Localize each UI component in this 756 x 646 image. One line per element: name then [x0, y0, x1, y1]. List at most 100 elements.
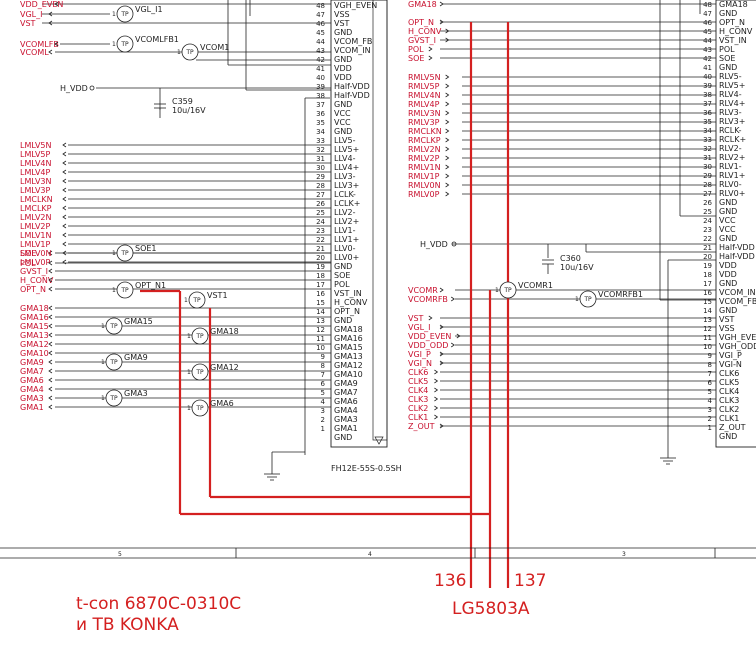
pin-number: 4 [708, 397, 713, 405]
pin-number: 42 [703, 55, 712, 63]
pin-signal: SOE [719, 54, 735, 63]
pin-signal: GND [719, 432, 737, 441]
pin-number: 19 [703, 262, 712, 270]
pin-signal: VCC [719, 216, 736, 225]
right-net-label: VCOMRFB [408, 295, 448, 304]
net-flag-icon [445, 110, 450, 116]
left-net-label: GVST_I [20, 267, 48, 276]
left-net-label: VGL_I [20, 10, 43, 19]
test-point-tp: TP [195, 333, 204, 340]
net-flag-icon [434, 387, 439, 393]
net-flag-icon [445, 146, 450, 152]
right-net-label: RMCLKP [408, 136, 441, 145]
pin-number: 1 [708, 424, 712, 432]
net-flag-icon [445, 182, 450, 188]
pin-signal: VGH_ODD [719, 342, 756, 351]
right-net-label: VGI_P [408, 350, 431, 359]
pin-number: 28 [703, 181, 712, 189]
pin-signal: RLV4+ [719, 99, 745, 108]
pin-signal: CLK4 [719, 387, 739, 396]
pin-number: 14 [316, 308, 325, 316]
right-net-label: CLK1 [408, 413, 428, 422]
annotation-pin-136: 136 [434, 571, 466, 591]
pin-signal: H_CONV [719, 27, 753, 36]
pin-signal: VDD [334, 73, 352, 82]
pin-number: 27 [703, 190, 712, 198]
left-net-labels: VDD_EVENVGL_IVSTVCOMLFBVCOMLSOEPOLGVST_I… [20, 0, 67, 412]
right-net-labels: GMA18OPT_NH_CONVGVST_IPOLSOERMLV5NRMLV5P… [408, 0, 461, 431]
net-flag-icon [445, 164, 450, 170]
pin-signal: VST [334, 19, 350, 28]
test-point-label: OPT_N1 [135, 281, 166, 290]
net-flag-icon [48, 368, 53, 374]
pin-signal: Z_OUT [719, 423, 746, 432]
pin-signal: GND [719, 279, 737, 288]
net-flag-icon [62, 169, 67, 175]
net-flag-icon [48, 268, 53, 274]
net-flag-icon [428, 55, 433, 61]
net-flag-icon [439, 19, 444, 25]
pin-number: 39 [703, 82, 712, 90]
net-flag-icon [48, 277, 53, 283]
test-point-label: SOE1 [135, 244, 157, 253]
net-flag-icon [434, 414, 439, 420]
net-flag-icon [48, 386, 53, 392]
pin-signal: GND [334, 28, 352, 37]
pin-number: 4 [321, 398, 326, 406]
pin-signal: LLV1- [334, 226, 356, 235]
pin-signal: VDD [334, 64, 352, 73]
test-point-circle [116, 5, 134, 23]
net-flag-icon [445, 191, 450, 197]
left-net-label: LMLV1N [20, 231, 52, 240]
pin-number: 31 [703, 154, 712, 162]
pin-signal: GMA18 [334, 325, 363, 334]
pin-signal: GMA18 [719, 0, 748, 9]
net-flag-icon [439, 423, 444, 429]
pin-number: 15 [316, 299, 325, 307]
net-flag-icon [62, 232, 67, 238]
pin-signal: GND [719, 234, 737, 243]
c360-capacitor [542, 259, 554, 274]
pin-number: 21 [316, 245, 325, 253]
pin-signal: GND [334, 127, 352, 136]
right-net-label: VDD_ODD [408, 341, 448, 350]
pin-signal: GND [334, 316, 352, 325]
pin-signal: VCOM_FB [719, 297, 756, 306]
right-net-label: Z_OUT [408, 422, 435, 431]
pin-number: 13 [316, 317, 325, 325]
pin-number: 17 [703, 280, 712, 288]
right-connector-body [715, 0, 756, 448]
annotation-tv: и ТВ KONKA [76, 615, 179, 635]
annotation-wires-right [469, 22, 510, 588]
pin-signal: RLV0+ [719, 189, 745, 198]
left-net-label: VST [20, 19, 36, 28]
pin-number: 22 [703, 235, 712, 243]
pin-number: 8 [708, 361, 712, 369]
right-net-label: RMLV0N [408, 181, 441, 190]
pin-number: 45 [316, 29, 325, 37]
pin-number: 29 [316, 173, 325, 181]
pin-signal: VST_IN [719, 36, 747, 45]
annotation-chip-name: LG5803A [452, 599, 530, 619]
net-flag-icon [450, 342, 455, 348]
left-net-label: LMLV2N [20, 213, 52, 222]
test-point-tp: TP [192, 297, 201, 304]
pin-number: 25 [316, 209, 325, 217]
pin-signal: VGH_EVEN [719, 333, 756, 342]
left-net-label: LMLV0N [20, 249, 52, 258]
left-net-label: GMA7 [20, 367, 44, 376]
gma-wires [55, 307, 331, 408]
pin-number: 43 [703, 46, 712, 54]
net-flag-icon [48, 11, 53, 17]
test-point-pin: 1 [101, 359, 105, 366]
pin-number: 42 [316, 56, 325, 64]
pin-signal: VGI-N [719, 360, 742, 369]
hvdd-left-label: H_VDD [60, 84, 88, 93]
pin-signal: GMA7 [334, 388, 358, 397]
test-point-circle [116, 35, 134, 53]
left-connector-part: FH12E-55S-0.5SH [331, 464, 402, 473]
test-point-pin: 1 [575, 296, 579, 303]
pin-signal: GMA3 [334, 415, 358, 424]
